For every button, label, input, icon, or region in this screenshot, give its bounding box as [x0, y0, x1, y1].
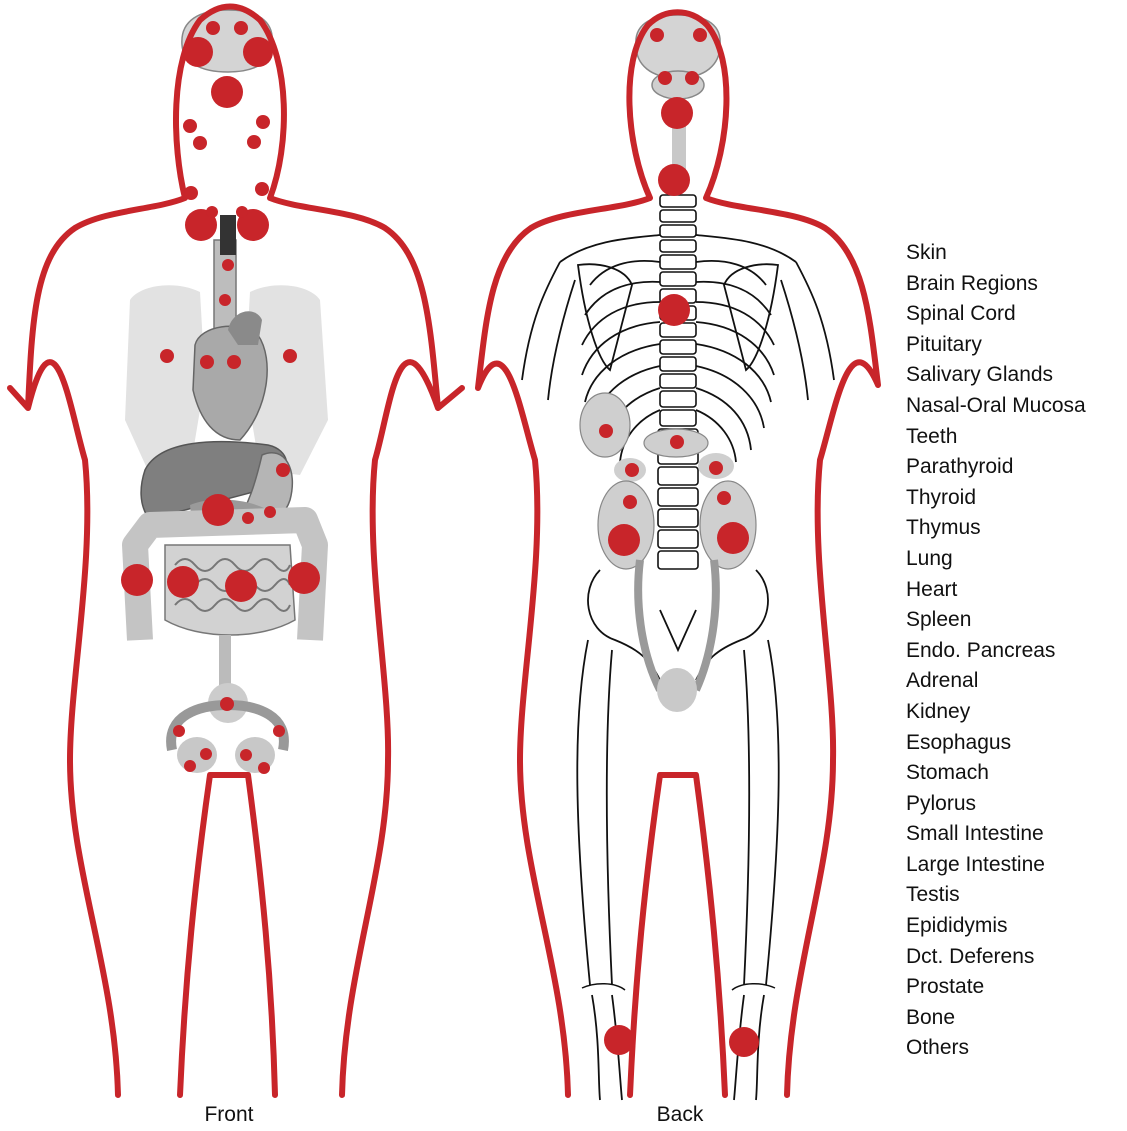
marker-heart-left [200, 355, 214, 369]
legend-item: Pylorus [906, 789, 1086, 820]
marker-testis-right-b [258, 762, 270, 774]
marker-back-brainstem [661, 97, 693, 129]
marker-brain-left [183, 37, 213, 67]
marker-back-adrenal-right [709, 461, 723, 475]
marker-pancreas [202, 494, 234, 526]
legend-item: Prostate [906, 972, 1086, 1003]
marker-back-thoracic-spine [658, 294, 690, 326]
marker-back-spinal-cord [658, 164, 690, 196]
marker-teeth-left [193, 136, 207, 150]
legend-item: Others [906, 1033, 1086, 1064]
front-figure [10, 7, 462, 1096]
legend-item: Lung [906, 544, 1086, 575]
legend-item: Nasal-Oral Mucosa [906, 391, 1086, 422]
marker-back-kidney-right-upper [717, 491, 731, 505]
marker-brain-right [243, 37, 273, 67]
legend-item: Epididymis [906, 911, 1086, 942]
back-knees [582, 984, 775, 990]
marker-testis-left-a [184, 760, 196, 772]
legend-item: Kidney [906, 697, 1086, 728]
legend-item: Large Intestine [906, 850, 1086, 881]
marker-deferens-right [273, 725, 285, 737]
marker-stomach [276, 463, 290, 477]
marker-nasal-right [256, 115, 270, 129]
legend-item: Skin [906, 238, 1086, 269]
marker-small-intestine-left [167, 566, 199, 598]
marker-back-cerebellum-right [685, 71, 699, 85]
marker-deferens-left [173, 725, 185, 737]
legend-item: Thyroid [906, 483, 1086, 514]
legend-item: Stomach [906, 758, 1086, 789]
marker-small-intestine-right [225, 570, 257, 602]
marker-prostate [220, 697, 234, 711]
front-pelvic-duct-shape [219, 635, 231, 690]
marker-esophagus-lower [219, 294, 231, 306]
marker-lung-left [160, 349, 174, 363]
marker-testis-right-a [240, 749, 252, 761]
marker-back-adrenal-left [625, 463, 639, 477]
marker-pituitary [211, 76, 243, 108]
back-bladder-shape [657, 668, 697, 712]
front-caption: Front [149, 1103, 309, 1127]
marker-salivary-left [184, 186, 198, 200]
marker-brain-top-right [234, 21, 248, 35]
marker-back-knee-left [604, 1025, 634, 1055]
marker-back-brain-left [650, 28, 664, 42]
front-larynx-shape [220, 215, 236, 255]
front-organs [125, 10, 328, 773]
legend-item: Thymus [906, 513, 1086, 544]
marker-heart-right [227, 355, 241, 369]
marker-parathyroid-left [206, 206, 218, 218]
legend-item: Teeth [906, 422, 1086, 453]
legend-item: Pituitary [906, 330, 1086, 361]
marker-testis-left-b [200, 748, 212, 760]
legend-item: Endo. Pancreas [906, 636, 1086, 667]
marker-back-kidney-left [608, 524, 640, 556]
legend-item: Salivary Glands [906, 360, 1086, 391]
marker-back-brain-right [693, 28, 707, 42]
marker-brain-top-left [206, 21, 220, 35]
marker-back-pancreas [670, 435, 684, 449]
marker-back-spleen [599, 424, 613, 438]
legend-item: Adrenal [906, 666, 1086, 697]
legend-item: Spleen [906, 605, 1086, 636]
marker-salivary-right [255, 182, 269, 196]
back-figure [478, 12, 878, 1100]
marker-large-intestine-left [121, 564, 153, 596]
legend-item: Esophagus [906, 728, 1086, 759]
marker-large-intestine-right [288, 562, 320, 594]
marker-back-cerebellum-left [658, 71, 672, 85]
marker-nasal-left [183, 119, 197, 133]
marker-pylorus-right [264, 506, 276, 518]
legend-item: Dct. Deferens [906, 942, 1086, 973]
legend-item: Testis [906, 880, 1086, 911]
legend-item: Bone [906, 1003, 1086, 1034]
marker-lung-right [283, 349, 297, 363]
marker-back-knee-right [729, 1027, 759, 1057]
marker-pylorus-left [242, 512, 254, 524]
legend-item: Parathyroid [906, 452, 1086, 483]
legend-item: Small Intestine [906, 819, 1086, 850]
marker-esophagus-upper [222, 259, 234, 271]
marker-teeth-right [247, 135, 261, 149]
legend-item: Spinal Cord [906, 299, 1086, 330]
legend-item: Heart [906, 575, 1086, 606]
back-vertebrae [658, 195, 698, 569]
marker-back-kidney-right [717, 522, 749, 554]
marker-back-kidney-left-upper [623, 495, 637, 509]
back-pelvis [588, 570, 768, 680]
back-caption: Back [600, 1103, 760, 1127]
marker-parathyroid-right [236, 206, 248, 218]
legend-item: Brain Regions [906, 269, 1086, 300]
